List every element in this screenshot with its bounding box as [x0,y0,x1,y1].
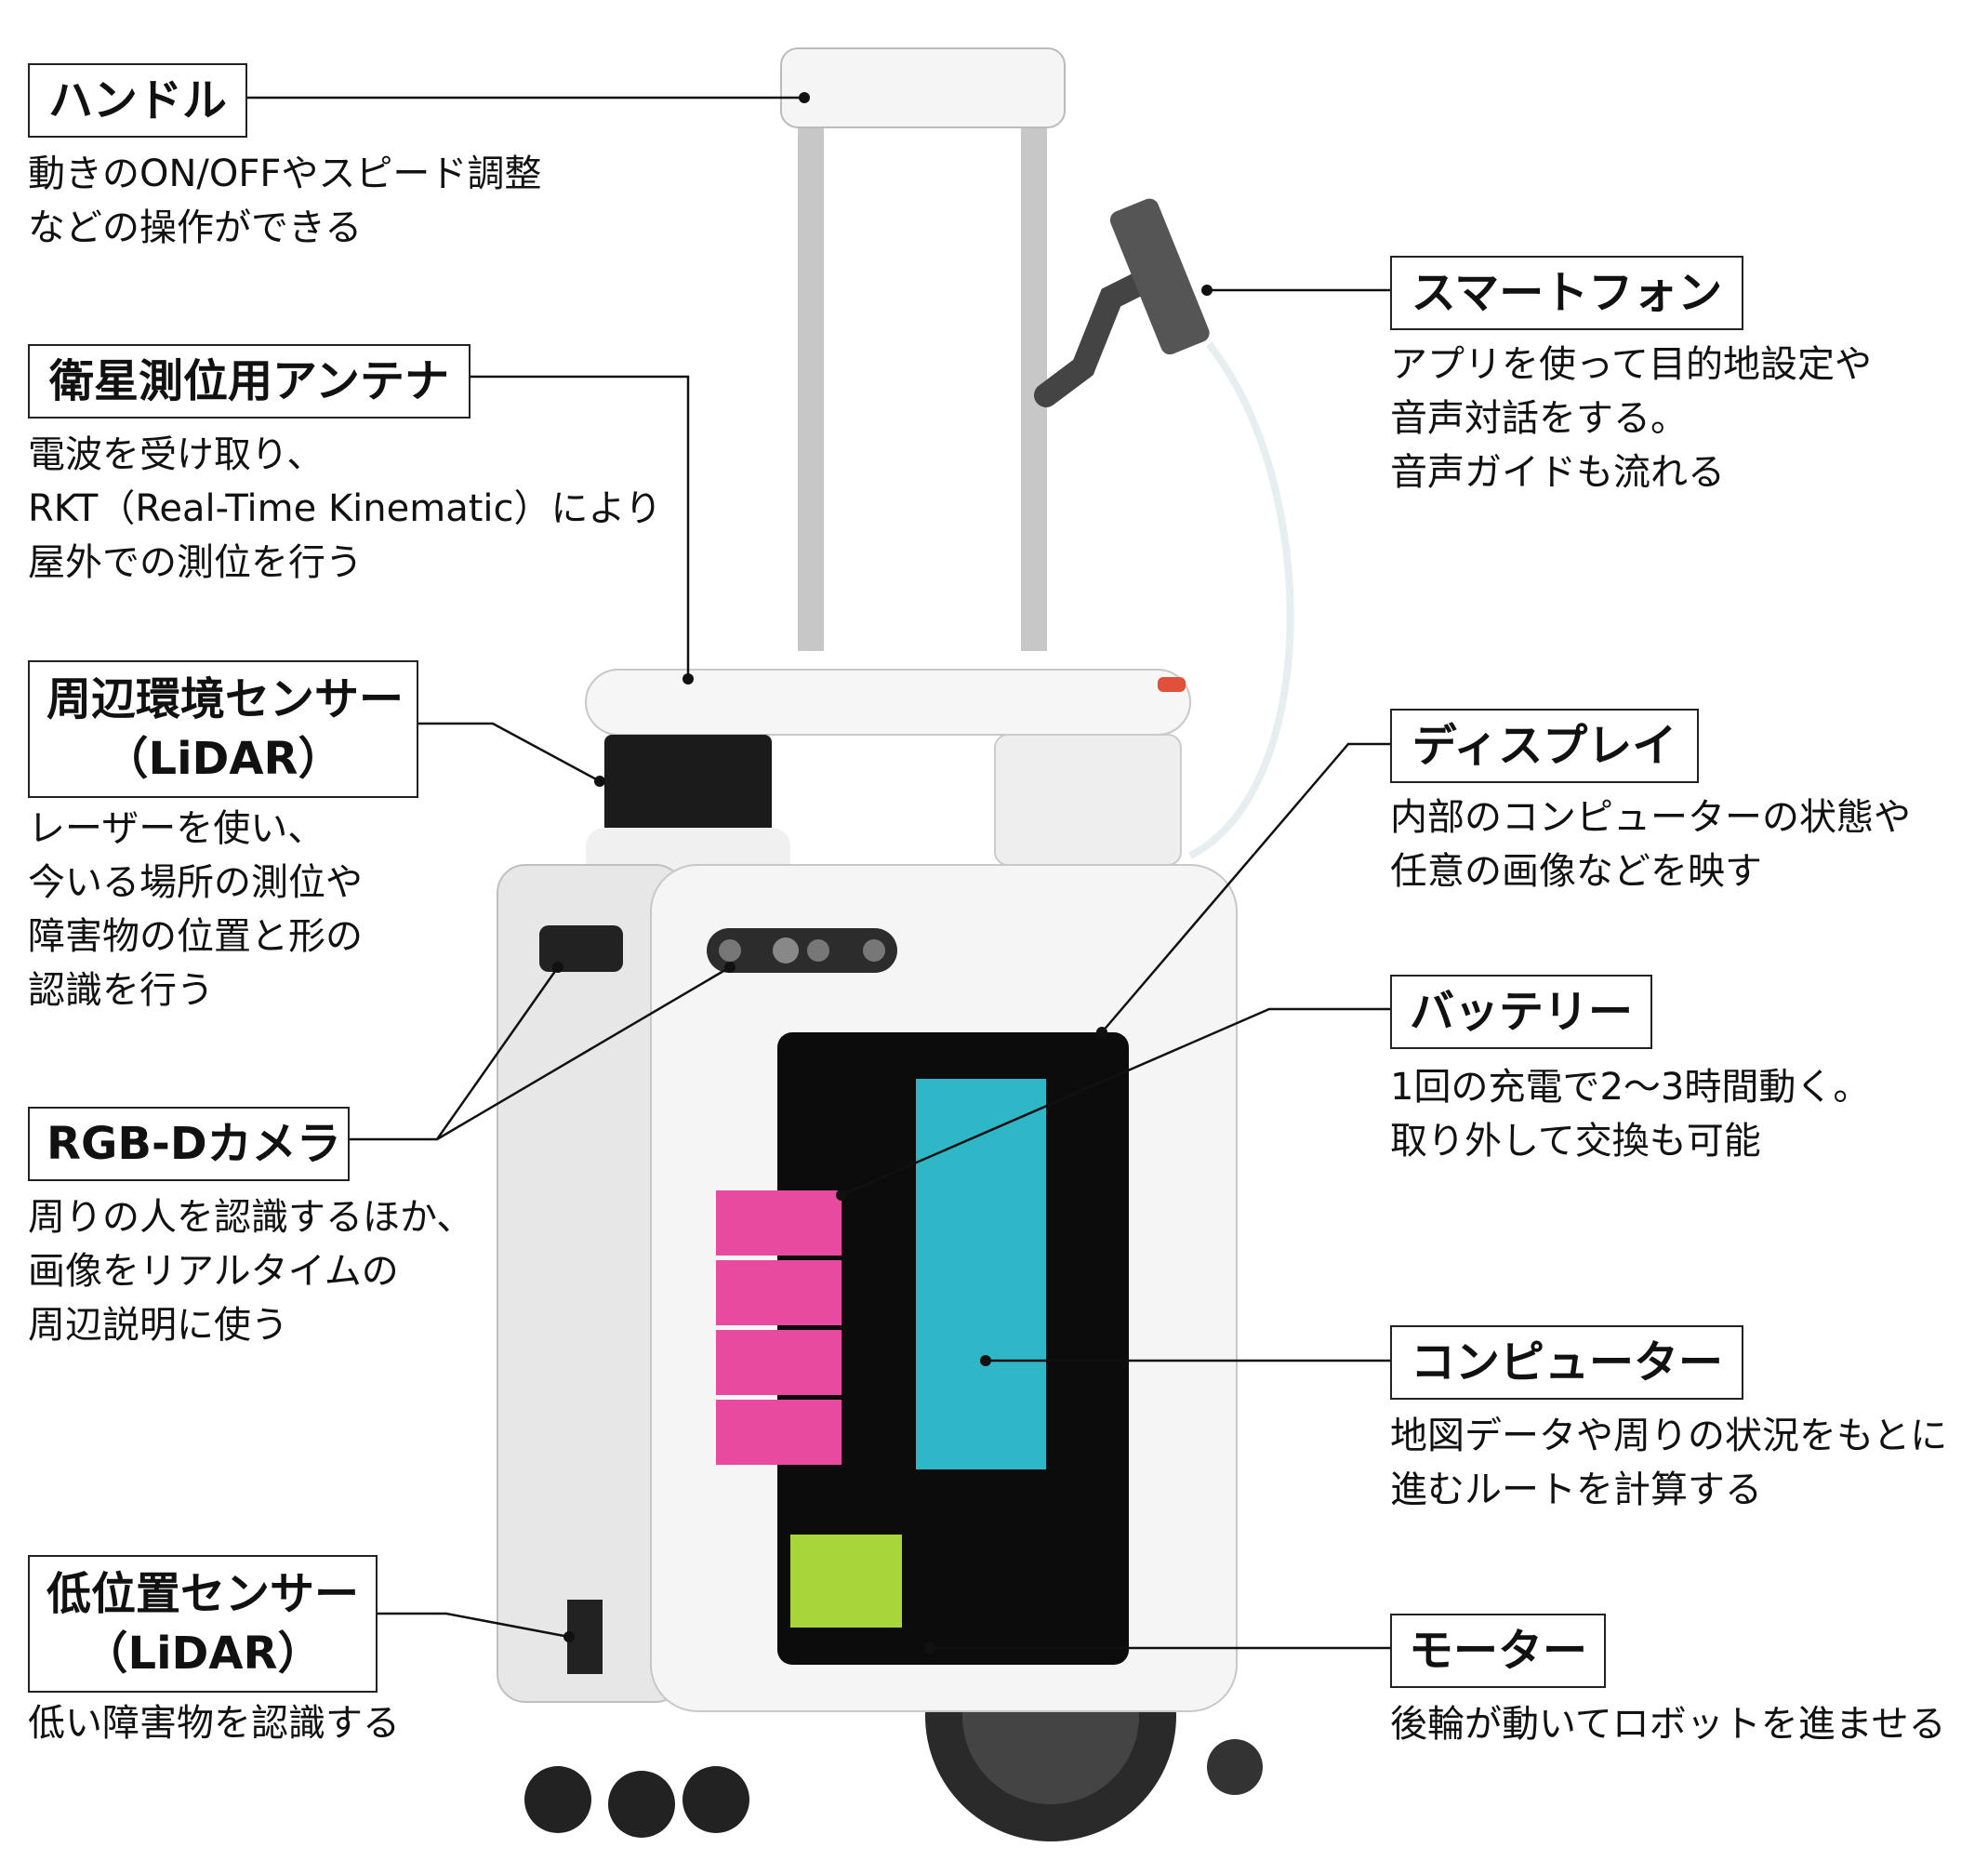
desc-display: 内部のコンピューターの状態や 任意の画像などを映す [1390,796,1911,893]
lidar-sensor [604,735,772,837]
label-low-lidar-line1: 低位置センサー [46,1568,360,1620]
desc-smartphone: アプリを使って目的地設定や 音声対話をする。 音声ガイドも流れる [1390,343,1872,494]
desc-battery: 1回の充電で2〜3時間動く。 取り外して交換も可能 [1390,1066,1871,1163]
label-display: ディスプレイ [1390,709,1699,783]
label-motor: モーター [1390,1614,1606,1688]
label-lidar-line2: （LiDAR） [103,733,343,785]
desc-lidar: レーザーを使い、 今いる場所の測位や 障害物の位置と形の 認識を行う [28,807,363,1012]
label-low-lidar-line2: （LiDAR） [83,1628,323,1680]
handle-pole-right [1021,112,1047,651]
label-computer-title: コンピューター [1410,1336,1723,1389]
caster-wheels [524,1739,1263,1838]
label-battery-title: バッテリー [1409,986,1633,1038]
antenna-housing [585,669,1191,736]
label-smartphone: スマートフォン [1390,256,1743,330]
desc-handle: 動きのON/OFFやスピード調整 などの操作ができる [28,153,542,249]
computer-board [916,1079,1046,1469]
label-low-lidar: 低位置センサー （LiDAR） [28,1555,378,1693]
label-camera-title: RGB-Dカメラ [46,1118,341,1170]
label-handle-title: ハンドル [47,74,227,126]
label-handle: ハンドル [28,63,247,138]
label-computer: コンピューター [1390,1325,1743,1400]
desc-camera: 周りの人を認識するほか、 画像をリアルタイムの 周辺説明に使う [28,1196,474,1347]
battery-packs [716,1190,842,1465]
motor [790,1535,902,1628]
smartphone [1109,198,1210,355]
label-antenna: 衛星測位用アンテナ [28,344,470,419]
desc-computer: 地図データや周りの状況をもとに 進むルートを計算する [1390,1415,1948,1511]
label-smartphone-title: スマートフォン [1411,267,1723,319]
label-antenna-title: 衛星測位用アンテナ [48,355,450,407]
label-battery: バッテリー [1390,975,1652,1049]
label-lidar-line1: 周辺環境センサー [46,673,404,725]
label-camera: RGB-Dカメラ [28,1107,350,1181]
desc-motor: 後輪が動いてロボットを進ませる [1390,1703,1946,1746]
leader-lines [246,96,1390,1650]
label-display-title: ディスプレイ [1411,720,1677,772]
label-lidar: 周辺環境センサー （LiDAR） [28,660,418,798]
handle-pole-left [798,112,824,651]
desc-antenna: 電波を受け取り、 RKT（Real-Time Kinematic）により 屋外で… [28,433,662,584]
rgbd-camera [707,928,897,973]
handle [780,47,1066,128]
desc-low-lidar: 低い障害物を認識する [28,1702,400,1745]
label-motor-title: モーター [1409,1625,1588,1677]
